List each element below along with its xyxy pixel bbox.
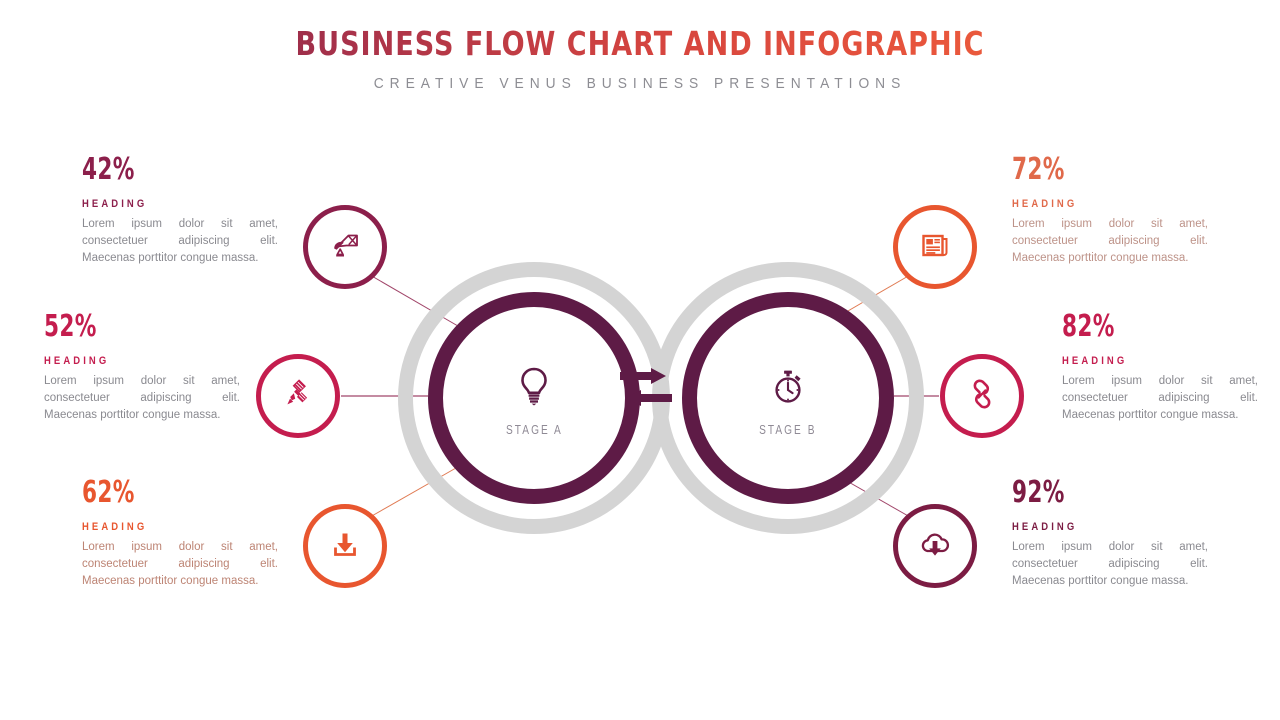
stage-a-circle[interactable]: STAGE A (398, 262, 670, 534)
stat-body: Lorem ipsum dolor sit amet, consectetuer… (1012, 218, 1208, 265)
node-link-chain[interactable] (940, 354, 1024, 438)
stage-a-content: STAGE A (428, 292, 640, 504)
stat-block-92: 92% HEADING Lorem ipsum dolor sit amet, … (1012, 478, 1208, 590)
stat-block-72: 72% HEADING Lorem ipsum dolor sit amet, … (1012, 155, 1208, 267)
stat-body: Lorem ipsum dolor sit amet, consectetuer… (82, 541, 278, 588)
stage-a-label: STAGE A (505, 421, 563, 437)
stat-heading: HEADING (1012, 198, 1078, 210)
stage-b-content: STAGE B (682, 292, 894, 504)
stat-body: Lorem ipsum dolor sit amet, consectetuer… (82, 218, 278, 265)
stat-body: Lorem ipsum dolor sit amet, consectetuer… (1062, 375, 1258, 422)
stat-percent: 82% (1062, 309, 1115, 344)
node-cloud-download[interactable] (893, 504, 977, 588)
stat-percent: 72% (1012, 152, 1065, 187)
stat-heading: HEADING (44, 355, 110, 367)
stat-block-42: 42% HEADING Lorem ipsum dolor sit amet, … (82, 155, 278, 267)
page-subtitle: CREATIVE VENUS BUSINESS PRESENTATIONS (373, 75, 907, 92)
stat-heading: HEADING (1012, 521, 1078, 533)
arrow-right-icon (620, 368, 666, 384)
download-icon (330, 529, 360, 564)
stage-b-circle[interactable]: STAGE B (652, 262, 924, 534)
bidirectional-arrows-icon (618, 364, 674, 420)
node-download[interactable] (303, 504, 387, 588)
cloud-download-icon (919, 529, 951, 564)
stat-heading: HEADING (82, 521, 148, 533)
page-title: BUSINESS FLOW CHART AND INFOGRAPHIC (115, 24, 1165, 63)
stat-block-82: 82% HEADING Lorem ipsum dolor sit amet, … (1062, 312, 1258, 424)
stat-heading: HEADING (82, 198, 148, 210)
stat-block-62: 62% HEADING Lorem ipsum dolor sit amet, … (82, 478, 278, 590)
stat-heading: HEADING (1062, 355, 1128, 367)
satellite-icon (282, 378, 314, 415)
stat-body: Lorem ipsum dolor sit amet, consectetuer… (1012, 541, 1208, 588)
stat-block-52: 52% HEADING Lorem ipsum dolor sit amet, … (44, 312, 240, 424)
node-satellite-dish[interactable] (303, 205, 387, 289)
lightbulb-icon (517, 366, 551, 406)
stat-percent: 42% (82, 152, 135, 187)
link-chain-icon (966, 378, 998, 415)
stage-b-label: STAGE B (759, 421, 817, 437)
header: BUSINESS FLOW CHART AND INFOGRAPHIC CREA… (0, 0, 1280, 92)
stat-percent: 52% (44, 309, 97, 344)
stat-body: Lorem ipsum dolor sit amet, consectetuer… (44, 375, 240, 422)
satellite-dish-icon (330, 230, 360, 265)
stopwatch-icon (769, 366, 807, 406)
node-newspaper[interactable] (893, 205, 977, 289)
stat-percent: 92% (1012, 475, 1065, 510)
node-satellite[interactable] (256, 354, 340, 438)
arrow-left-icon (626, 390, 672, 406)
stat-percent: 62% (82, 475, 135, 510)
newspaper-icon (920, 230, 950, 265)
